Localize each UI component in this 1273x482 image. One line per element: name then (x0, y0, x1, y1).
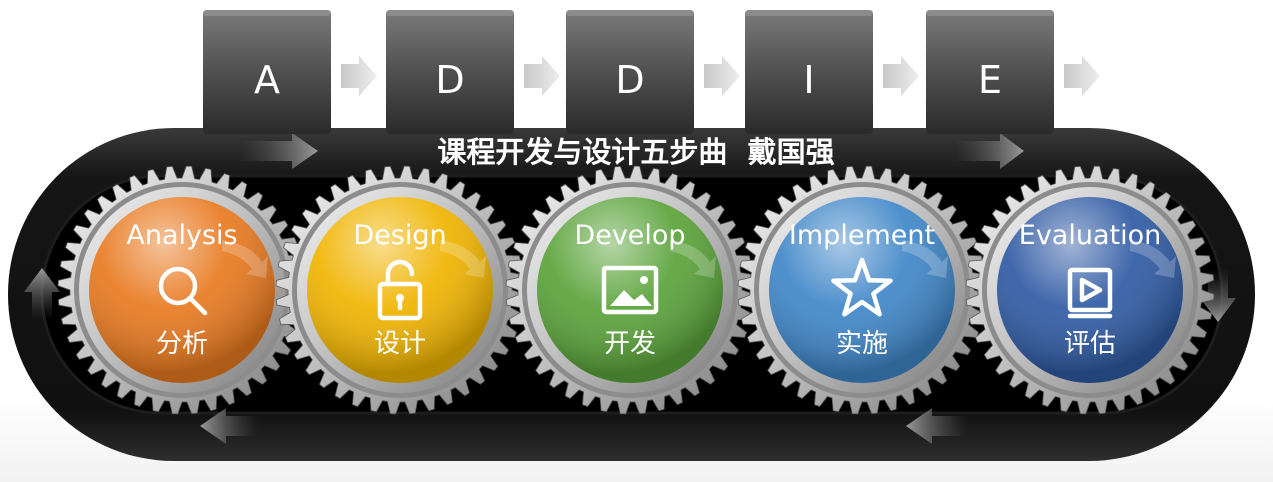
step-letter: I (803, 58, 814, 102)
step-box-1: A (203, 10, 331, 134)
gear-analysis: Analysis 分析 (57, 165, 307, 415)
gear-implement: Implement 实施 (737, 165, 987, 415)
chevron-right-icon (524, 56, 560, 96)
step-letter: D (435, 58, 464, 102)
gear-develop: Develop 开发 (505, 165, 755, 415)
step-box-2: D (386, 10, 514, 134)
play-box-icon (1067, 267, 1113, 319)
step-english-label: Evaluation (1019, 220, 1161, 251)
step-chinese-label: 开发 (604, 329, 656, 359)
step-chevrons (341, 56, 1100, 96)
step-box-4: I (745, 10, 873, 134)
step-box-3: D (566, 10, 694, 134)
padlock-icon (377, 259, 423, 321)
step-english-label: Develop (574, 220, 685, 251)
chevron-right-icon (883, 56, 919, 96)
diagram-title: 课程开发与设计五步曲 戴国强 (437, 135, 834, 169)
chevron-right-icon (704, 56, 740, 96)
step-letter: D (615, 58, 644, 102)
chevron-right-icon (1064, 56, 1100, 96)
gears: Analysis 分析 Design 设计 Develop 开发 Implement 实施 Ev… (57, 165, 1215, 415)
step-english-label: Design (353, 220, 446, 251)
picture-icon (601, 265, 659, 315)
step-chinese-label: 实施 (836, 329, 888, 359)
step-chinese-label: 分析 (156, 329, 208, 359)
chevron-right-icon (341, 56, 377, 96)
gear-design: Design 设计 (275, 165, 525, 415)
step-chinese-label: 评估 (1064, 329, 1116, 359)
step-english-label: Implement (789, 220, 935, 251)
step-english-label: Analysis (126, 220, 237, 251)
gear-evaluation: Evaluation 评估 (965, 165, 1215, 415)
step-letter: A (254, 58, 280, 102)
step-box-5: E (926, 10, 1054, 134)
step-chinese-label: 设计 (374, 329, 426, 359)
step-letter: E (978, 58, 1002, 102)
star-icon (831, 257, 893, 317)
magnifier-icon (158, 266, 208, 316)
